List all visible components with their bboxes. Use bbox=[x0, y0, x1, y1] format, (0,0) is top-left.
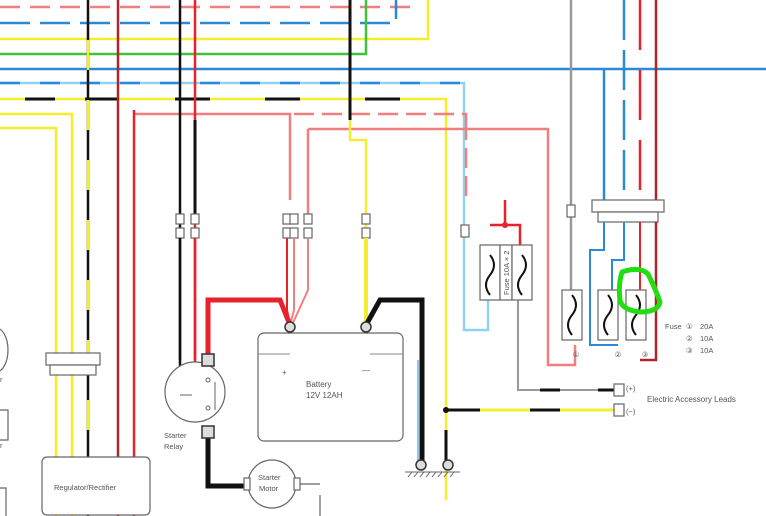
fuse-legend-num-3: ③ bbox=[686, 346, 693, 355]
accessory-plus-label: (+) bbox=[626, 384, 636, 393]
battery-spec: 12V 12AH bbox=[306, 391, 343, 400]
fuse-legend-rating-3: 10A bbox=[700, 346, 713, 355]
accessory-leads: (+) (−) Electric Accessory Leads bbox=[613, 383, 736, 417]
partial-label-1: r bbox=[0, 375, 3, 384]
fuse-legend-title: Fuse bbox=[665, 322, 682, 331]
fuse-2: ② bbox=[597, 289, 622, 359]
starter-relay: Starter Relay bbox=[164, 353, 226, 451]
battery-feed-wires bbox=[178, 238, 620, 516]
starter-motor-label-1: Starter bbox=[258, 473, 281, 482]
starter-relay-label-1: Starter bbox=[164, 431, 187, 440]
main-fuse-block: Fuse 10A × 2 bbox=[479, 200, 533, 301]
fuse-1: ① bbox=[561, 289, 583, 359]
fuse-legend: Fuse ① 20A ② 10A ③ 10A bbox=[665, 322, 713, 355]
battery-label: Battery bbox=[306, 380, 331, 389]
fuse-legend-rating-2: 10A bbox=[700, 334, 713, 343]
fuse-1-number: ① bbox=[573, 350, 580, 359]
fuse-legend-num-2: ② bbox=[686, 334, 693, 343]
main-fuse-label: Fuse 10A × 2 bbox=[502, 251, 511, 295]
starter-relay-label-2: Relay bbox=[164, 442, 183, 451]
partial-label-2: r bbox=[0, 441, 3, 450]
accessory-leads-label: Electric Accessory Leads bbox=[647, 395, 736, 404]
regulator-rectifier: Regulator/Rectifier bbox=[41, 352, 151, 516]
starter-motor: Starter Motor bbox=[243, 459, 320, 509]
inline-connectors bbox=[175, 204, 576, 239]
regulator-label: Regulator/Rectifier bbox=[54, 483, 117, 492]
partial-left-components: r r bbox=[0, 328, 9, 516]
battery-plus-sign: + bbox=[282, 368, 287, 377]
battery: + — Battery 12V 12AH bbox=[257, 321, 404, 442]
fuse-legend-rating-1: 20A bbox=[700, 322, 713, 331]
fuse-2-number: ② bbox=[615, 350, 622, 359]
fuse-3-number: ③ bbox=[642, 350, 649, 359]
starter-motor-label-2: Motor bbox=[259, 484, 279, 493]
fuse-3: ③ bbox=[625, 289, 649, 359]
vertical-harness bbox=[86, 0, 658, 516]
highlight-annotation bbox=[616, 266, 663, 315]
accessory-minus-label: (−) bbox=[626, 407, 636, 416]
fuse-legend-num-1: ① bbox=[686, 322, 693, 331]
battery-minus-sign: — bbox=[362, 366, 370, 375]
ground-symbol bbox=[405, 459, 460, 478]
fuse-block-connector bbox=[589, 199, 665, 362]
